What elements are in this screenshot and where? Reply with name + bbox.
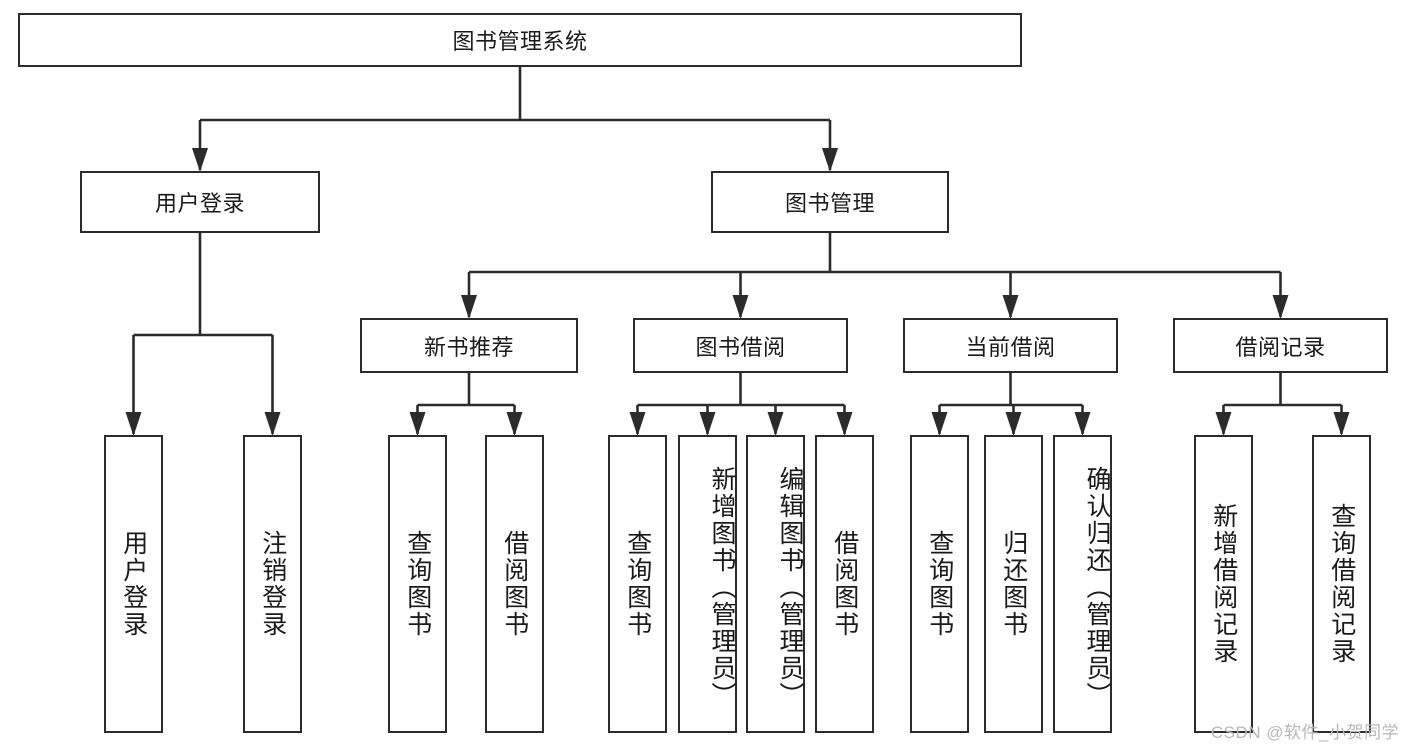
node-label: 借阅记录 [1235, 334, 1326, 360]
node-label: 借阅图书 [500, 530, 529, 638]
node-label: 查询图书 [623, 530, 652, 638]
node-label: 当前借阅 [965, 334, 1056, 360]
node-current-borrow[interactable]: 当前借阅 [903, 318, 1118, 373]
node-book-borrow[interactable]: 图书借阅 [633, 318, 848, 373]
node-leaf-query-book-2[interactable]: 查询图书 [608, 435, 667, 733]
node-label: 图书借阅 [695, 334, 786, 360]
node-label: 用户登录 [154, 191, 245, 216]
node-borrow-record[interactable]: 借阅记录 [1173, 318, 1388, 373]
node-leaf-user-login[interactable]: 用户登录 [104, 435, 163, 733]
node-label: 查询图书 [403, 530, 432, 638]
node-leaf-add-book[interactable]: 新增图书（管理员） [678, 435, 737, 733]
node-new-book-rec[interactable]: 新书推荐 [360, 318, 578, 373]
node-label: 编辑图书（管理员） [776, 465, 804, 709]
node-label: 借阅图书 [830, 530, 859, 638]
node-label: 新书推荐 [423, 334, 514, 360]
node-leaf-borrow-book-2[interactable]: 借阅图书 [815, 435, 874, 733]
node-leaf-add-record[interactable]: 新增借阅记录 [1194, 435, 1253, 733]
watermark: CSDN @软件_小贺同学 [1210, 723, 1399, 742]
node-root[interactable]: 图书管理系统 [18, 13, 1022, 67]
node-label: 新增借阅记录 [1209, 503, 1238, 665]
node-label: 用户登录 [119, 530, 148, 638]
node-leaf-query-book-3[interactable]: 查询图书 [910, 435, 969, 733]
node-label: 查询借阅记录 [1327, 503, 1356, 665]
node-leaf-query-book-1[interactable]: 查询图书 [388, 435, 447, 733]
node-leaf-borrow-book-1[interactable]: 借阅图书 [485, 435, 544, 733]
node-book-manage[interactable]: 图书管理 [711, 171, 949, 233]
node-leaf-return-book[interactable]: 归还图书 [984, 435, 1043, 733]
node-label: 图书管理系统 [452, 29, 588, 54]
node-label: 新增图书（管理员） [708, 465, 736, 709]
node-leaf-logout[interactable]: 注销登录 [243, 435, 302, 733]
node-user-login[interactable]: 用户登录 [80, 171, 320, 233]
node-label: 查询图书 [925, 530, 954, 638]
node-label: 确认归还（管理员） [1083, 465, 1111, 709]
node-leaf-edit-book[interactable]: 编辑图书（管理员） [746, 435, 805, 733]
node-label: 归还图书 [999, 530, 1028, 638]
node-label: 注销登录 [258, 530, 287, 638]
node-leaf-query-record[interactable]: 查询借阅记录 [1312, 435, 1371, 733]
node-leaf-confirm-return[interactable]: 确认归还（管理员） [1053, 435, 1112, 733]
node-label: 图书管理 [784, 191, 875, 216]
